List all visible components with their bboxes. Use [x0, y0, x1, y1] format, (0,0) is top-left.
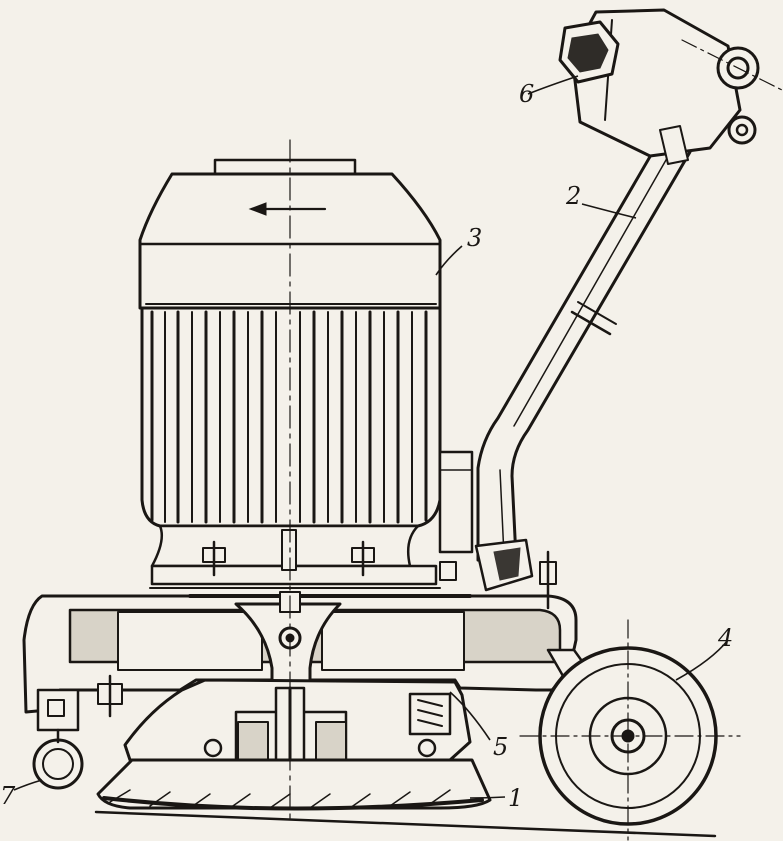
- switch-box: [558, 8, 760, 165]
- ground-line: [94, 810, 717, 838]
- callout-leaders: [13, 75, 729, 799]
- center-lines: [289, 39, 783, 841]
- grinding-disc: [96, 758, 492, 811]
- callout-1: 1: [508, 784, 523, 812]
- flange-bolts: [202, 540, 375, 577]
- callout-5: 5: [493, 733, 508, 761]
- cooling-fins: [150, 310, 428, 524]
- callout-7: 7: [0, 782, 16, 810]
- front-caster: [32, 688, 84, 790]
- callout-4: 4: [717, 624, 733, 652]
- callout-2: 2: [565, 182, 581, 210]
- electric-motor: [138, 158, 474, 586]
- callout-6: 6: [519, 80, 534, 108]
- callout-3: 3: [467, 224, 482, 252]
